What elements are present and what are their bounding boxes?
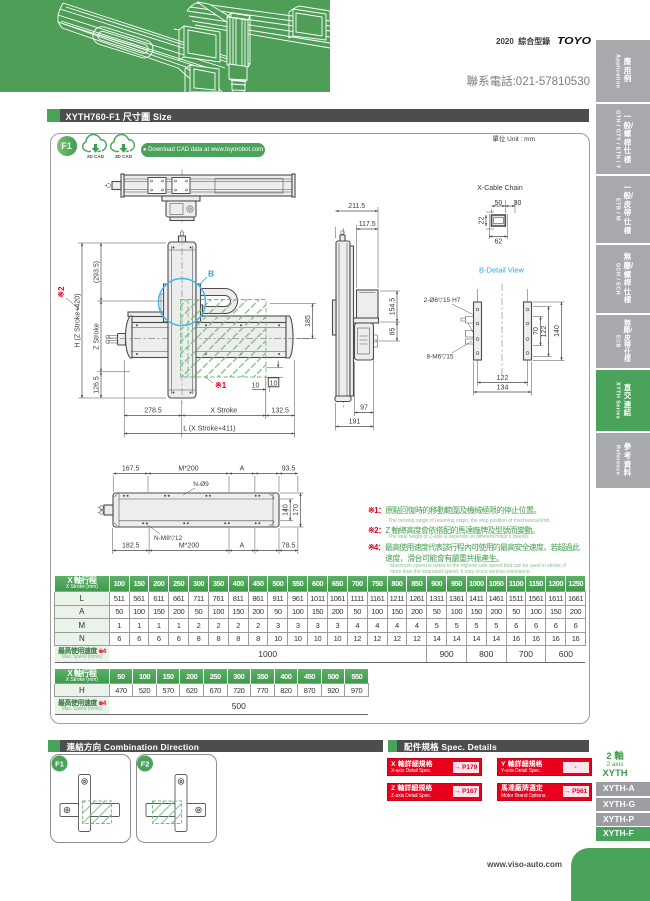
svg-text:X-Cable Chain: X-Cable Chain xyxy=(477,185,523,192)
svg-text:Z Stroke: Z Stroke xyxy=(94,323,101,350)
svg-text:F1: F1 xyxy=(55,760,64,769)
svg-text:167.5: 167.5 xyxy=(122,466,140,473)
svg-text:70: 70 xyxy=(533,327,540,335)
svg-text:22: 22 xyxy=(479,217,486,225)
svg-text:F2: F2 xyxy=(141,760,150,769)
svg-text:122: 122 xyxy=(497,375,509,382)
svg-text:132.5: 132.5 xyxy=(271,408,289,415)
svg-text:※2: ※2 xyxy=(57,286,66,298)
svg-text:N-M8▽12: N-M8▽12 xyxy=(154,535,183,542)
svg-text:140: 140 xyxy=(283,504,290,516)
svg-text:93.5: 93.5 xyxy=(282,466,296,473)
svg-text:85: 85 xyxy=(390,328,397,336)
svg-text:185: 185 xyxy=(305,315,312,327)
svg-text:191: 191 xyxy=(349,419,361,426)
svg-text:A: A xyxy=(240,543,245,550)
svg-text:2-Ø6▽15 H7: 2-Ø6▽15 H7 xyxy=(424,297,461,304)
svg-text:122: 122 xyxy=(541,326,548,338)
svg-text:B: B xyxy=(208,269,214,279)
svg-text:140: 140 xyxy=(554,325,561,337)
svg-text:182.5: 182.5 xyxy=(122,543,140,550)
svg-text:154.5: 154.5 xyxy=(390,298,397,316)
svg-text:134: 134 xyxy=(497,385,509,392)
svg-text:30: 30 xyxy=(514,200,522,207)
svg-text:62: 62 xyxy=(495,239,503,246)
svg-text:50: 50 xyxy=(495,200,503,207)
svg-text:78.5: 78.5 xyxy=(282,543,296,550)
svg-text:N-Ø9: N-Ø9 xyxy=(193,481,209,488)
svg-text:L (X Stroke+411): L (X Stroke+411) xyxy=(183,426,235,433)
svg-text:8-M6▽15: 8-M6▽15 xyxy=(426,354,453,361)
svg-text:170: 170 xyxy=(293,504,300,516)
svg-text:97: 97 xyxy=(360,405,368,412)
svg-text:211.5: 211.5 xyxy=(348,203,365,210)
svg-text:H (Z Stroke+420): H (Z Stroke+420) xyxy=(75,294,82,348)
svg-text:M*200: M*200 xyxy=(179,543,199,550)
svg-text:B-Detail View: B-Detail View xyxy=(479,266,524,275)
svg-text:10: 10 xyxy=(252,383,260,390)
svg-text:278.5: 278.5 xyxy=(144,408,162,415)
svg-text:※1: ※1 xyxy=(215,381,227,390)
svg-text:X Stroke: X Stroke xyxy=(210,408,237,415)
svg-text:M*200: M*200 xyxy=(178,466,198,473)
svg-text:10: 10 xyxy=(270,380,278,387)
svg-text:117.5: 117.5 xyxy=(359,221,376,228)
svg-text:(293.5): (293.5) xyxy=(94,261,101,283)
svg-text:126.5: 126.5 xyxy=(94,376,101,394)
svg-text:A: A xyxy=(240,466,245,473)
